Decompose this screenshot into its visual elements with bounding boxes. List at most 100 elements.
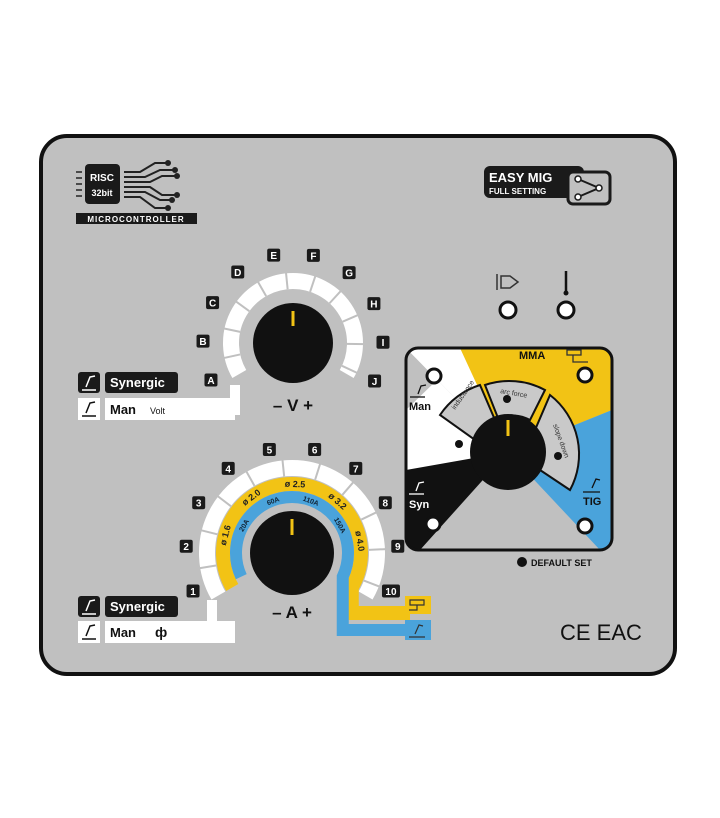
overheat-indicator <box>556 271 576 320</box>
amp-scale-tick <box>363 579 381 588</box>
amp-position-box <box>186 584 200 598</box>
gas-check-icon <box>496 274 520 290</box>
amp-position-7: 7 <box>353 464 359 475</box>
wire-feed-unit-label: ф <box>155 624 167 640</box>
amp-synergic-label: Synergic <box>110 599 165 614</box>
circuit-traces-icon <box>124 162 177 209</box>
amp-position-3: 3 <box>196 499 202 510</box>
amp-scale-tick <box>314 463 322 480</box>
easy-mig-title: EASY MIG <box>489 170 552 185</box>
mma-mode-led <box>576 366 594 384</box>
tig-torch-icon <box>409 624 425 638</box>
mig-torch-icon <box>82 599 96 615</box>
mode-selector[interactable]: inductance arc force slope down Man MMA … <box>404 346 614 552</box>
amp-mode-legend: Synergic Man ф <box>78 596 235 643</box>
amp-position-box <box>179 539 193 553</box>
amp-scale-tick <box>200 529 218 536</box>
network-share-icon <box>574 175 603 201</box>
syn-mode-label: Syn <box>409 499 429 511</box>
amp-scale-tick <box>360 511 378 521</box>
amp-position-box <box>192 496 206 510</box>
volt-position-B: B <box>199 337 206 348</box>
amp-position-box <box>391 539 405 553</box>
volt-scale-tick <box>256 280 268 297</box>
volt-position-A: A <box>207 376 214 387</box>
amp-scale-tick <box>281 459 286 477</box>
electrode-holder-icon <box>566 349 588 363</box>
volt-position-box <box>342 266 356 280</box>
volt-position-box <box>206 296 220 310</box>
volt-synergic-label: Synergic <box>110 375 165 390</box>
amp-position-1: 1 <box>190 587 196 598</box>
volt-scale-tick <box>284 272 289 290</box>
volt-position-J: J <box>372 377 378 388</box>
electrode-holder-icon <box>409 599 425 611</box>
voltage-knob[interactable] <box>253 303 333 383</box>
tig-current-label: 60A <box>266 496 280 507</box>
mig-torch-icon <box>82 401 96 417</box>
volt-position-box <box>376 335 390 349</box>
amp-position-5: 5 <box>267 445 273 456</box>
man-mode-led <box>425 367 443 385</box>
mode-selector-knob[interactable] <box>470 414 546 490</box>
easy-mig-badge: EASY MIG FULL SETTING <box>484 166 612 206</box>
volt-position-box <box>231 265 245 279</box>
amp-position-2: 2 <box>183 542 189 553</box>
mig-torch-icon <box>409 481 425 495</box>
arc-force-label: arc force <box>500 388 528 400</box>
volt-scale-tick <box>223 327 241 333</box>
amp-position-box <box>381 584 400 598</box>
tig-mode-led <box>576 517 594 535</box>
volt-scale-tick <box>328 290 342 304</box>
syn-mode-led <box>424 515 442 533</box>
volt-scale-tick <box>341 364 358 374</box>
chip-text-risc: RISC <box>90 173 114 184</box>
thermometer-icon <box>563 271 569 296</box>
volt-position-box <box>367 297 381 311</box>
volt-position-F: F <box>310 251 316 262</box>
volt-mode-legend: Synergic Man Volt <box>78 372 235 420</box>
man-mode-label: Man <box>409 401 431 413</box>
amp-position-4: 4 <box>225 464 231 475</box>
amp-position-box <box>349 461 363 475</box>
amp-position-box <box>262 442 276 456</box>
amp-position-box <box>378 496 392 510</box>
volt-position-E: E <box>270 251 277 262</box>
amp-scale-tick <box>199 564 217 570</box>
volt-position-I: I <box>382 338 385 349</box>
volt-position-box <box>306 248 320 262</box>
amp-position-8: 8 <box>383 499 389 510</box>
volt-position-box <box>368 374 382 388</box>
certification-marks: CE EAC <box>560 620 642 645</box>
electrode-diameter-band <box>216 477 410 620</box>
amp-position-box <box>221 461 235 475</box>
chip-text-32bit: 32bit <box>91 188 112 198</box>
amp-position-box <box>308 442 322 456</box>
volt-man-label: Man <box>110 402 136 417</box>
amp-position-9: 9 <box>395 542 401 553</box>
current-knob[interactable] <box>250 511 334 595</box>
mig-torch-icon <box>410 384 427 398</box>
volt-position-box <box>267 248 281 262</box>
amp-man-label: Man <box>110 625 136 640</box>
amp-scale-tick <box>245 470 256 487</box>
microcontroller-caption: MICROCONTROLLER <box>87 215 184 224</box>
volt-position-G: G <box>345 269 353 280</box>
tig-current-band <box>230 491 410 636</box>
tig-band-end <box>405 620 431 640</box>
microcontroller-logo: RISC 32bit MICROCONTROLLER <box>76 160 197 224</box>
easy-mig-subtitle: FULL SETTING <box>489 187 546 196</box>
volt-position-box <box>204 373 218 387</box>
tig-mode-label: TIG <box>583 496 601 508</box>
volt-position-C: C <box>209 299 216 310</box>
amp-position-10: 10 <box>385 587 397 598</box>
mig-torch-icon <box>82 624 96 640</box>
current-dial-label: – A + <box>272 603 312 622</box>
gas-check-indicator <box>496 274 520 320</box>
volt-scale-tick <box>235 300 250 313</box>
volt-position-D: D <box>234 268 241 279</box>
tig-torch-icon <box>583 478 601 493</box>
amp-position-6: 6 <box>312 445 318 456</box>
